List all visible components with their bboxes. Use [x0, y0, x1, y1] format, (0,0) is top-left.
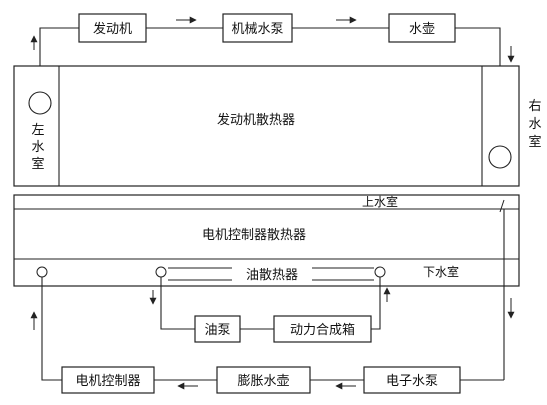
motor-controller-radiator	[13, 194, 520, 287]
right-chamber-label-3: 室	[528, 134, 541, 150]
engine-label: 发动机	[93, 21, 132, 37]
oil-radiator-label: 油散热器	[246, 268, 298, 283]
kettle-label: 水壶	[409, 22, 435, 37]
upper-chamber-label: 上水室	[362, 194, 398, 209]
left-chamber-port	[28, 91, 52, 115]
electric-pump-label: 电子水泵	[386, 374, 438, 389]
mech-pump-label: 机械水泵	[231, 22, 283, 37]
expansion-tank-label: 膨胀水壶	[237, 374, 289, 389]
mech-pump-box	[222, 13, 293, 43]
controller-to-lower-chamber-line	[41, 277, 62, 381]
motor-controller-label: 电机控制器	[75, 374, 140, 389]
left-chamber-label-1: 左	[31, 123, 44, 138]
right-chamber-label-1: 右	[528, 99, 541, 114]
power-box-to-oil-radiator-line	[371, 277, 381, 330]
left-chamber-label-2: 水	[31, 140, 44, 155]
oil-radiator-to-oil-pump-line	[160, 277, 195, 330]
right-chamber-port	[488, 145, 512, 169]
kettle-box	[388, 13, 456, 43]
power-box-box	[273, 315, 372, 343]
motor-controller-radiator-label: 电机控制器散热器	[202, 228, 306, 243]
engine-radiator	[13, 65, 520, 187]
right-chamber-label-2: 水	[528, 117, 541, 132]
engine-radiator-label: 发动机散热器	[217, 112, 295, 128]
upper-chamber-pointer	[499, 199, 505, 213]
power-box-label: 动力合成箱	[290, 322, 355, 338]
left-chamber-label-3: 室	[31, 156, 44, 172]
electric-pump-box	[363, 366, 461, 394]
oil-pump-label: 油泵	[204, 323, 230, 338]
lower-chamber-label: 下水室	[423, 264, 459, 279]
